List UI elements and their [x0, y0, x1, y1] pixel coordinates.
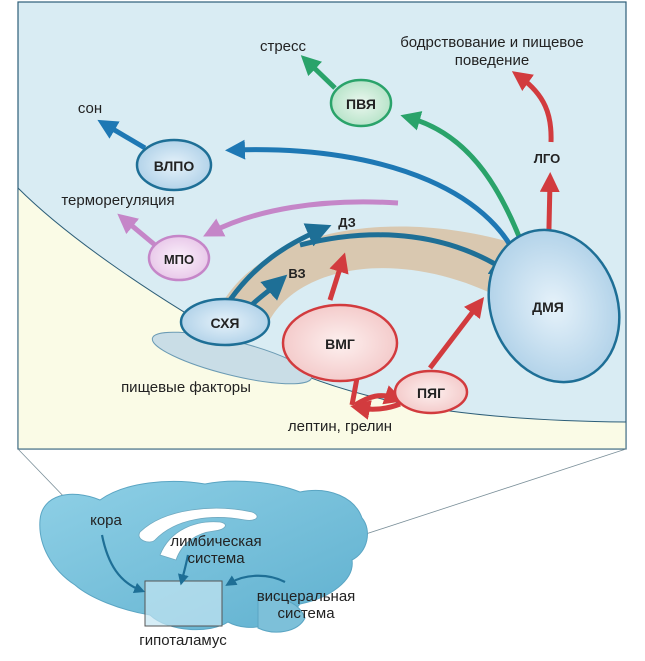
arrow-band-to-dmya [299, 232, 516, 277]
brain-label-visceral-line1: висцеральная [257, 588, 356, 605]
node-vmg [281, 303, 399, 383]
label-hormones: лептин, грелин [288, 418, 392, 435]
node-mpo-label: МПО [164, 252, 194, 267]
brain-label-limbic-line2: система [187, 550, 245, 567]
label-wake-line2: поведение [455, 52, 529, 69]
node-mpo [147, 234, 211, 282]
node-vlpo [135, 138, 213, 192]
arrow-pyag-to-dmya [428, 297, 485, 370]
arrow-limbic [177, 554, 190, 586]
pathway-band [215, 226, 520, 330]
label-sleep: сон [78, 100, 102, 117]
ventricle-shape [138, 507, 258, 543]
label-food-factors: пищевые факторы [121, 379, 251, 396]
node-pvya [329, 78, 393, 128]
node-lgo-label: ЛГО [534, 151, 560, 166]
arrow-pvya-to-stress [300, 55, 337, 90]
arrow-pyag-back [350, 400, 401, 420]
arrow-lgo-to-wake [511, 71, 554, 143]
node-pvya-label: ПВЯ [346, 96, 376, 112]
node-vlpo-label: ВЛПО [154, 158, 195, 174]
arrow-vmg-up [327, 252, 349, 301]
arrow-cortex [100, 534, 146, 594]
label-thermo: терморегуляция [61, 192, 174, 209]
node-dz-label: ДЗ [338, 215, 356, 230]
node-vmg-label: ВМГ [325, 336, 355, 352]
brain-label-cortex: кора [90, 512, 122, 529]
outcome-labels: стресс бодрствование и пищевое поведение… [61, 34, 583, 435]
node-dmya [487, 228, 621, 384]
brain-label-hypothalamus: гипоталамус [139, 632, 227, 649]
brainstem-shape [257, 597, 306, 633]
corpus-shape [159, 521, 226, 561]
node-skhya [179, 297, 271, 347]
arrow-vlpo-to-sleep [97, 119, 147, 151]
node-vz-label: ВЗ [288, 266, 305, 281]
node-pyag [393, 369, 469, 415]
nodes: ПВЯ ВЛПО МПО СХЯ ВМГ ПЯГ ДМЯ ЛГО ДЗ ВЗ [135, 78, 621, 415]
brain-shape [39, 480, 368, 631]
hypothalamus-box [144, 580, 223, 627]
node-dmya-label: ДМЯ [532, 299, 564, 315]
arrow-visceral [225, 574, 286, 586]
arrow-skhya-to-dz [227, 223, 332, 302]
label-stress: стресс [260, 38, 307, 55]
arrow-to-mpo [203, 199, 399, 237]
brain-illustration: кора лимбическая система висцеральная си… [39, 480, 368, 649]
node-skhya-label: СХЯ [211, 315, 240, 331]
node-pyag-label: ПЯГ [417, 385, 445, 401]
zoom-panel [17, 1, 627, 450]
brain-label-visceral-line2: система [277, 605, 335, 622]
arrow-mpo-to-thermo [117, 213, 157, 247]
brain-label-limbic-line1: лимбическая [170, 533, 261, 550]
label-wake-line1: бодрствование и пищевое [400, 34, 584, 51]
